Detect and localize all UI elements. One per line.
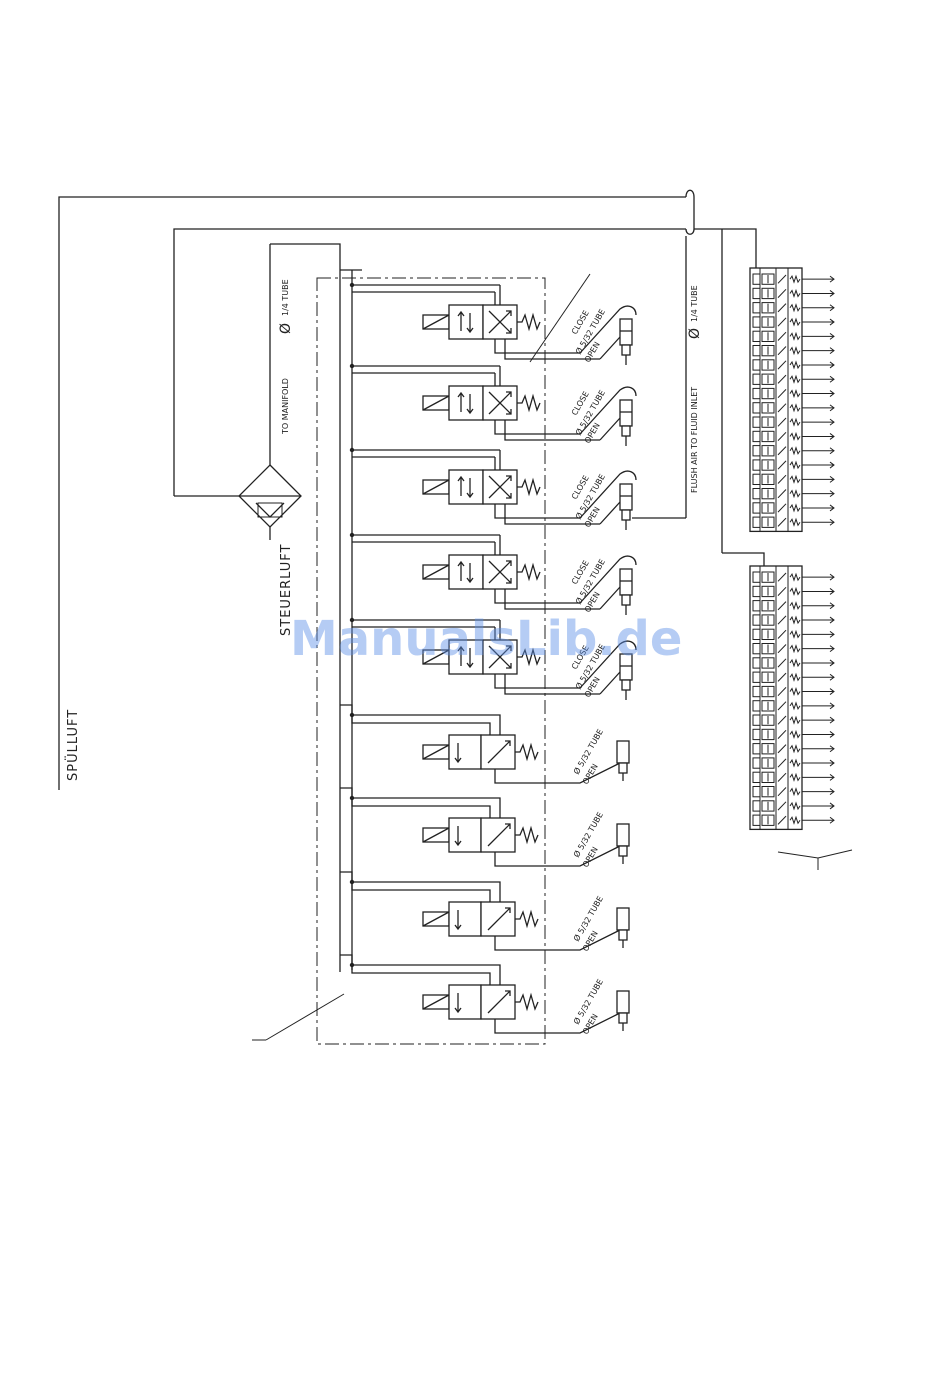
diameter-symbol-right: Ø: [687, 328, 703, 339]
cylinder-icon: [617, 741, 629, 763]
valve-body: [449, 305, 483, 339]
valve-body: [449, 386, 483, 420]
spring-icon: [515, 912, 538, 926]
spring-icon: [515, 745, 538, 759]
valve-body: [481, 985, 515, 1019]
to-manifold-label: TO MANIFOLD: [281, 378, 290, 435]
quarter-tube-right-label: 1/4 TUBE: [690, 285, 699, 322]
cylinder-icon: [620, 400, 632, 426]
terminal-strip-bottom: [750, 566, 834, 829]
spring-icon: [515, 828, 538, 842]
valve-body: [449, 735, 481, 769]
cylinder-icon: [617, 908, 629, 930]
valve-body: [449, 902, 481, 936]
valve-body: [449, 818, 481, 852]
cylinder-icon: [620, 569, 632, 595]
filter-icon: [239, 465, 301, 540]
valve-body: [449, 470, 483, 504]
valve-body: [449, 555, 483, 589]
watermark: ManualsLib.de: [290, 611, 682, 667]
valve-body: [481, 735, 515, 769]
cylinder-icon: [620, 319, 632, 345]
valve-body: [449, 985, 481, 1019]
quarter-tube-left-label: 1/4 TUBE: [281, 279, 290, 316]
cylinder-icon: [617, 824, 629, 846]
valve-open-1: Ø 5/32 TUBEOPEN: [340, 705, 629, 786]
cylinder-icon: [620, 484, 632, 510]
valve-close-open-3: CLOSEØ 5/32 TUBEOPEN: [350, 448, 636, 530]
valve-body: [481, 818, 515, 852]
cylinder-icon: [617, 991, 629, 1013]
spuelluft-label: SPÜLLUFT: [64, 709, 81, 781]
flush-inlet-label: FLUSH AIR TO FLUID INLET: [690, 387, 699, 493]
spring-icon: [517, 565, 540, 579]
spring-icon: [515, 995, 538, 1009]
diameter-symbol-left: Ø: [278, 323, 294, 334]
valve-body: [481, 902, 515, 936]
spring-icon: [517, 315, 540, 329]
spring-icon: [517, 396, 540, 410]
spring-icon: [517, 480, 540, 494]
terminal-strip-top: [750, 268, 834, 531]
